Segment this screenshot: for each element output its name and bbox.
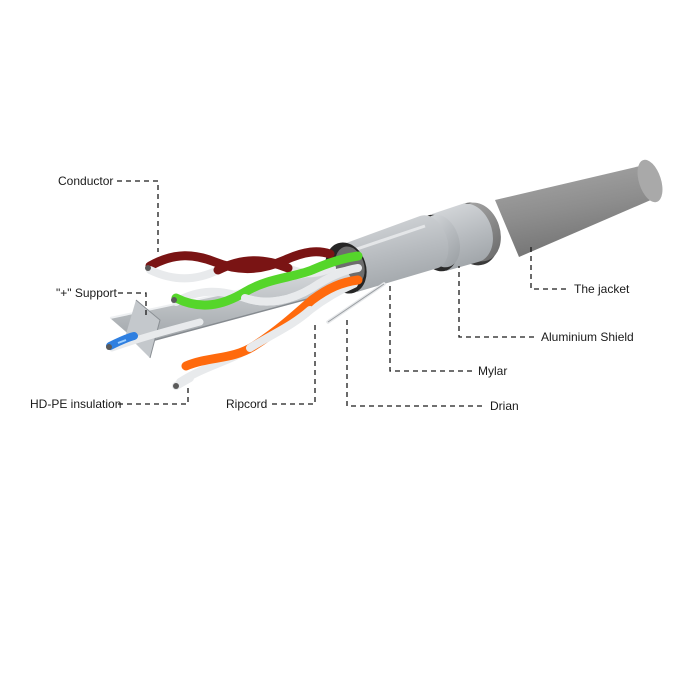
label-insulation: HD-PE insulation xyxy=(30,397,121,411)
leader-insulation xyxy=(118,384,189,405)
label-support: "+" Support xyxy=(56,286,118,300)
pair-orange xyxy=(172,275,363,390)
leader-mylar xyxy=(389,282,472,372)
label-mylar: Mylar xyxy=(478,364,507,378)
label-shield: Aluminium Shield xyxy=(541,330,634,344)
leader-drain xyxy=(346,318,482,407)
label-conductor: Conductor xyxy=(58,174,113,188)
leader-shield xyxy=(458,266,534,338)
jacket xyxy=(495,159,663,257)
labels: Conductor "+" Support HD-PE insulation R… xyxy=(30,174,634,413)
pair-blue xyxy=(106,318,204,352)
label-jacket: The jacket xyxy=(574,282,630,296)
leader-conductor xyxy=(117,180,159,252)
label-drain: Drian xyxy=(490,399,519,413)
label-ripcord: Ripcord xyxy=(226,397,267,411)
leader-lines xyxy=(117,180,566,407)
leader-support xyxy=(118,292,147,318)
leader-jacket xyxy=(530,243,566,290)
cross-support xyxy=(109,267,357,359)
pair-green xyxy=(171,251,363,310)
drain-wire xyxy=(326,282,386,324)
